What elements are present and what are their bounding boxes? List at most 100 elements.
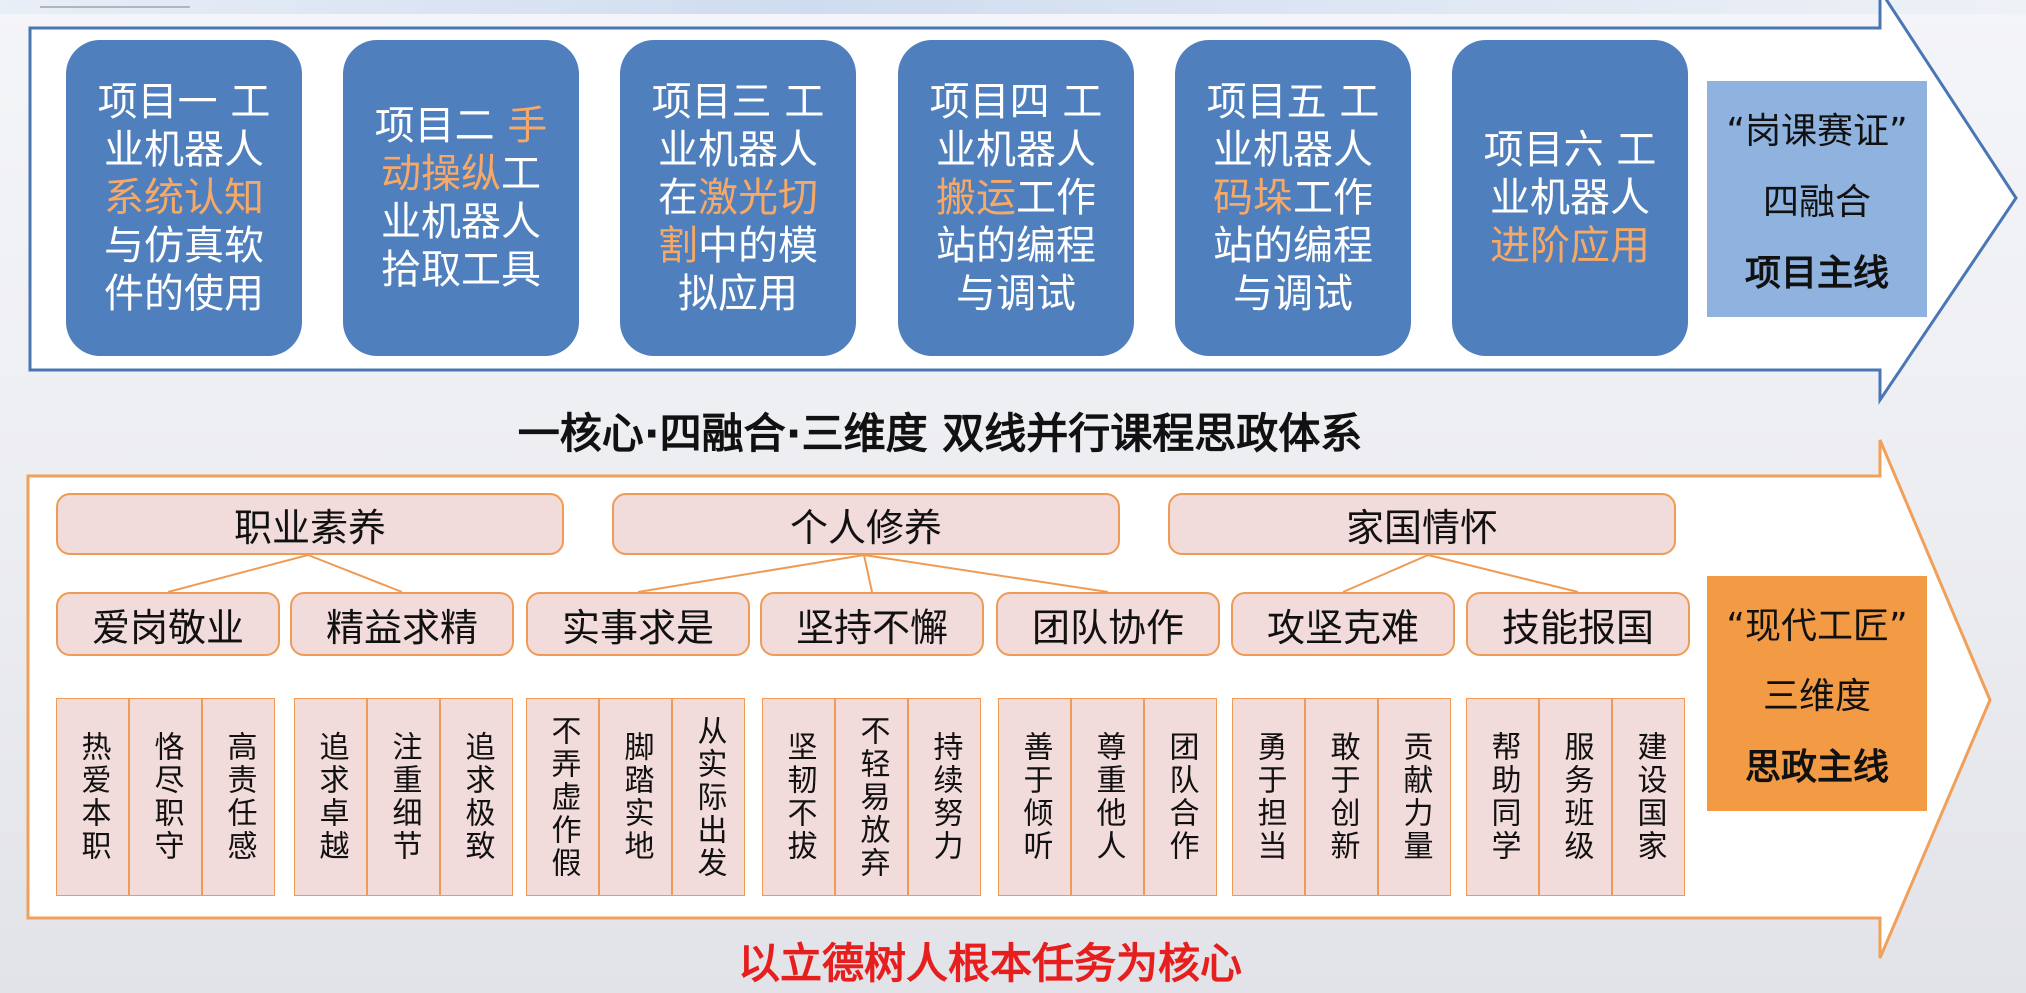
project-side-line3: 项目主线 [1744,252,1889,294]
detail-text: 团队合作 [1163,731,1199,863]
project-text: 与仿真软件的使用 [104,223,264,317]
project-text: 项目二 [374,103,508,149]
project-text: 项目六 工业机器人 [1483,127,1657,221]
detail-text: 追求极致 [459,731,495,863]
project-label: 项目三 工业机器人在激光切割中的模拟应用 [646,78,830,318]
project-keyword: 手动操纵 [381,103,548,197]
detail-cell: 从实际出发 [672,698,745,896]
project-keyword: 搬运 [936,175,1016,221]
project-box-1: 项目一 工业机器人系统认知与仿真软件的使用 [66,40,302,356]
detail-text: 高责任感 [221,731,257,863]
connector-line [1342,554,1429,593]
value-box-1: 爱岗敬业 [56,592,280,656]
value-box-7: 技能报国 [1466,592,1690,656]
connector-line [863,554,873,593]
detail-text: 建设国家 [1631,731,1667,863]
project-box-6: 项目六 工业机器人进阶应用 [1452,40,1688,356]
connector-line [863,554,1109,593]
detail-cell: 善于倾听 [998,698,1071,896]
value-box-5: 团队协作 [996,592,1220,656]
project-text: 中的模拟应用 [678,223,818,317]
project-keyword: 码垛 [1213,175,1293,221]
detail-text: 不轻易放弃 [854,714,890,880]
bottom-title: 以立德树人根本任务为核心 [737,939,1242,988]
project-label: 项目六 工业机器人进阶应用 [1478,126,1662,270]
project-text: 项目五 工业机器人 [1206,79,1380,173]
detail-cell: 贡献力量 [1378,698,1451,896]
project-box-5: 项目五 工业机器人码垛工作站的编程与调试 [1175,40,1411,356]
detail-cell: 敢于创新 [1305,698,1378,896]
detail-cell: 热爱本职 [56,698,129,896]
project-label: 项目五 工业机器人码垛工作站的编程与调试 [1201,78,1385,318]
detail-text: 尊重他人 [1090,731,1126,863]
value-side-line2: 三维度 [1762,676,1871,718]
detail-text: 敢于创新 [1324,731,1360,863]
connector-line [1427,554,1579,593]
project-text: 项目三 工业机器人在 [651,79,825,221]
project-keyword: 激光切割 [658,175,818,269]
detail-text: 善于倾听 [1017,731,1053,863]
detail-cell: 不轻易放弃 [835,698,908,896]
project-label: 项目四 工业机器人搬运工作站的编程与调试 [924,78,1108,318]
value-box-2: 精益求精 [290,592,514,656]
project-keyword: 系统认知 [104,175,264,221]
detail-text: 贡献力量 [1397,731,1433,863]
detail-cell: 团队合作 [1144,698,1217,896]
value-side-line3: 思政主线 [1744,746,1889,788]
top-decoration-strip [0,0,2026,14]
detail-cell: 坚韧不拔 [762,698,835,896]
detail-cell: 服务班级 [1539,698,1612,896]
project-text: 工作站的编程与调试 [936,175,1096,317]
project-side-line2: 四融合 [1762,181,1871,223]
value-box-4: 坚持不懈 [760,592,984,656]
project-text: 项目一 工业机器人 [97,79,271,173]
project-box-4: 项目四 工业机器人搬运工作站的编程与调试 [898,40,1134,356]
project-box-2: 项目二 手动操纵工业机器人拾取工具 [343,40,579,356]
detail-cell: 脚踏实地 [599,698,672,896]
connector-line [307,554,403,593]
project-mainline-label: “岗课赛证” 四融合 项目主线 [1707,81,1927,317]
detail-cell: 勇于担当 [1232,698,1305,896]
main-title: 一核心·四融合·三维度 双线并行课程思政体系 [517,409,1363,458]
dimension-box-2: 个人修养 [612,493,1120,555]
detail-text: 从实际出发 [691,714,727,880]
value-box-6: 攻坚克难 [1231,592,1455,656]
project-keyword: 进阶应用 [1490,223,1650,269]
detail-text: 服务班级 [1558,731,1594,863]
detail-cell: 恪尽职守 [129,698,202,896]
detail-text: 脚踏实地 [618,731,654,863]
project-label: 项目二 手动操纵工业机器人拾取工具 [369,102,553,294]
project-text: 工作站的编程与调试 [1213,175,1373,317]
detail-text: 热爱本职 [75,731,111,863]
value-side-line1: “现代工匠” [1726,606,1908,648]
dimension-box-1: 职业素养 [56,493,564,555]
ideology-mainline-label: “现代工匠” 三维度 思政主线 [1707,576,1927,811]
detail-text: 恪尽职守 [148,731,184,863]
detail-text: 帮助同学 [1485,731,1521,863]
project-side-line1: “岗课赛证” [1726,111,1908,153]
detail-cell: 不弄虚作假 [526,698,599,896]
detail-cell: 追求极致 [440,698,513,896]
detail-text: 注重细节 [386,731,422,863]
project-text: 工业机器人拾取工具 [381,151,541,293]
detail-cell: 注重细节 [367,698,440,896]
detail-text: 不弄虚作假 [545,714,581,880]
detail-cell: 尊重他人 [1071,698,1144,896]
project-text: 项目四 工业机器人 [929,79,1103,173]
detail-cell: 持续努力 [908,698,981,896]
project-label: 项目一 工业机器人系统认知与仿真软件的使用 [92,78,276,318]
project-box-3: 项目三 工业机器人在激光切割中的模拟应用 [620,40,856,356]
connector-line [637,554,865,593]
detail-text: 持续努力 [927,731,963,863]
detail-text: 勇于担当 [1251,731,1287,863]
detail-text: 坚韧不拔 [781,731,817,863]
tree-connector-lines [167,554,1579,593]
top-tab-line [40,0,190,8]
value-box-3: 实事求是 [526,592,750,656]
detail-text: 追求卓越 [313,731,349,863]
detail-cell: 帮助同学 [1466,698,1539,896]
detail-cell: 建设国家 [1612,698,1685,896]
connector-line [167,554,309,593]
detail-cell: 高责任感 [202,698,275,896]
